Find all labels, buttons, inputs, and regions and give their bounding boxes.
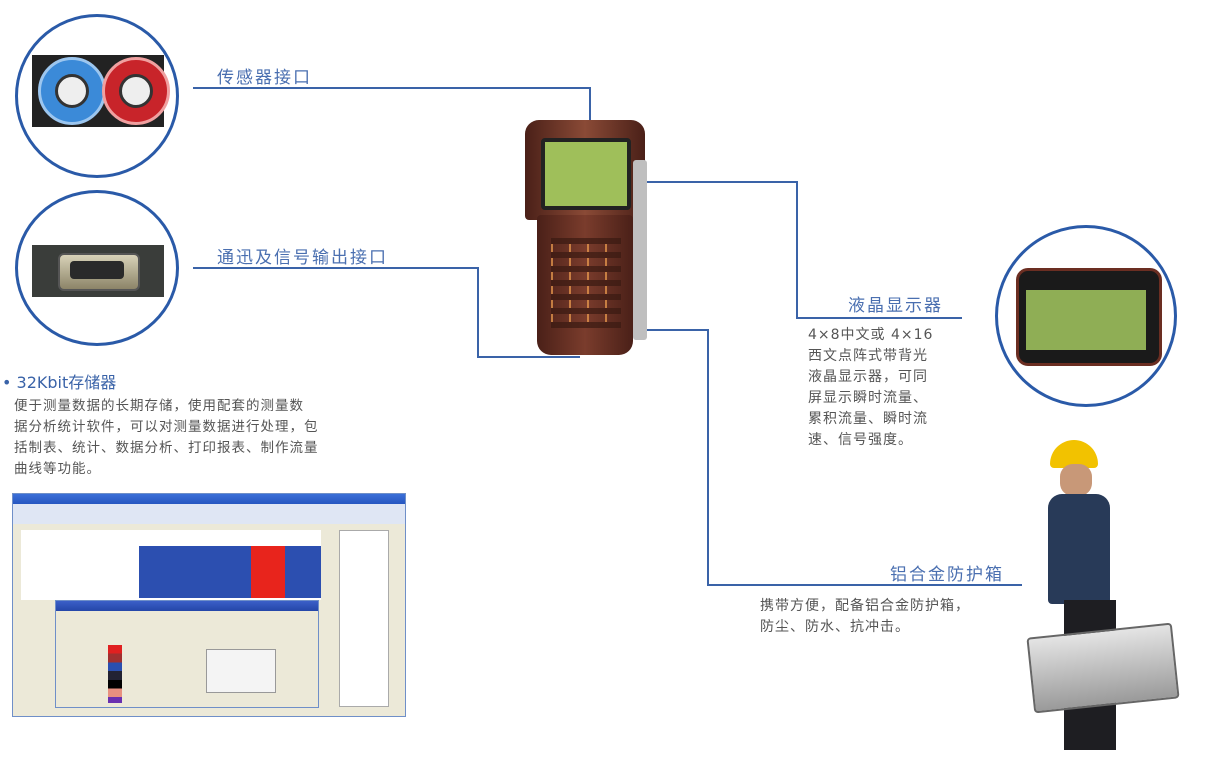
sensor-port-photo [15, 14, 179, 178]
lcd-desc-line: 液晶显示器，可同 [808, 369, 928, 385]
sensor-port-line [193, 87, 591, 122]
case-desc-line: 携带方便，配备铝合金防护箱， [760, 598, 970, 614]
worker-with-case-photo [1026, 440, 1180, 770]
memory-desc-line: 据分析统计软件，可以对测量数据进行处理，包 [14, 419, 319, 435]
log-panel [339, 530, 389, 707]
lcd-desc-line: 西文点阵式带背光 [808, 348, 928, 364]
device-keypad [551, 238, 621, 328]
table-highlight [139, 546, 321, 598]
case-line [622, 329, 1022, 586]
lcd-label: 液晶显示器 [848, 296, 943, 316]
lcd-desc-line: 累积流量、瞬时流 [808, 411, 928, 427]
case-label: 铝合金防护箱 [890, 565, 1004, 585]
bullet-icon: • [2, 373, 17, 392]
table-alarm-column [251, 546, 285, 598]
sensor-port-label: 传感器接口 [217, 68, 312, 88]
flowmeter-device [525, 120, 647, 356]
lcd-description: 4×8中文或 4×16 西文点阵式带背光 液晶显示器，可同 屏显示瞬时流量、 累… [808, 325, 968, 451]
comm-port-line [193, 267, 580, 358]
lcd-screen [1026, 290, 1146, 350]
lcd-desc-line: 4×8中文或 4×16 [808, 327, 934, 343]
comm-port-photo [15, 190, 179, 346]
memory-desc-line: 括制表、统计、数据分析、打印报表、制作流量 [14, 440, 319, 456]
case-desc-line: 防尘、防水、抗冲击。 [760, 619, 910, 635]
software-toolbar [13, 504, 405, 524]
memory-title-text: 32Kbit存储器 [16, 373, 117, 392]
software-screenshot [12, 493, 406, 717]
device-lcd [541, 138, 631, 210]
color-legend [108, 645, 122, 703]
comm-port-label: 通迅及信号输出接口 [217, 248, 388, 268]
settings-dialog [55, 600, 319, 708]
lcd-closeup [995, 225, 1177, 407]
memory-title: • 32Kbit存储器 [2, 369, 116, 393]
lcd-line [622, 181, 962, 319]
memory-desc-line: 曲线等功能。 [14, 461, 101, 477]
case-description: 携带方便，配备铝合金防护箱， 防尘、防水、抗冲击。 [760, 596, 1030, 638]
lcd-desc-line: 速、信号强度。 [808, 432, 913, 448]
preview-chart [206, 649, 276, 693]
aluminum-case [1026, 622, 1180, 714]
memory-desc-line: 便于测量数据的长期存储，使用配套的测量数 [14, 398, 304, 414]
lcd-desc-line: 屏显示瞬时流量、 [808, 390, 928, 406]
software-titlebar [13, 494, 405, 504]
memory-description: 便于测量数据的长期存储，使用配套的测量数 据分析统计软件，可以对测量数据进行处理… [14, 396, 404, 480]
